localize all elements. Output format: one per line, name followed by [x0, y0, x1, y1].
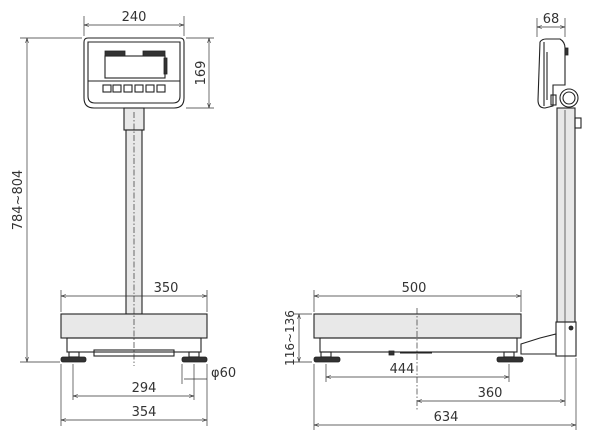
dim-head-width: 240 — [122, 10, 147, 25]
dim-platform-depth: 500 — [402, 281, 427, 296]
display-screen — [104, 55, 166, 79]
foot-left — [60, 351, 87, 363]
dim-foot-spacing: 294 — [132, 381, 157, 396]
keypad-buttons — [102, 84, 166, 93]
foot-front — [313, 351, 341, 363]
dim-overall-width: 354 — [132, 405, 157, 420]
dim-platform-height: 116~136 — [283, 310, 297, 366]
dim-head-height: 169 — [194, 61, 209, 86]
dim-center-to-pole: 360 — [478, 386, 503, 401]
dim-overall-depth: 634 — [434, 410, 459, 425]
dim-foot-spacing-side: 444 — [390, 362, 415, 377]
pole-side — [520, 107, 582, 357]
foot-right — [181, 351, 208, 363]
front-view: 240 169 784~804 350 φ60 294 354 — [11, 10, 236, 426]
side-view: 68 500 116~136 444 360 634 — [283, 12, 582, 430]
dim-platform-width: 350 — [154, 281, 179, 296]
dim-head-depth: 68 — [543, 12, 560, 27]
dim-total-height: 784~804 — [11, 170, 26, 231]
platform-side — [313, 313, 524, 363]
dim-foot-diameter: φ60 — [211, 366, 236, 381]
foot-rear — [496, 351, 524, 363]
pole-front — [123, 107, 145, 315]
indicator-head-front — [83, 37, 185, 109]
indicator-head-side — [537, 38, 579, 109]
